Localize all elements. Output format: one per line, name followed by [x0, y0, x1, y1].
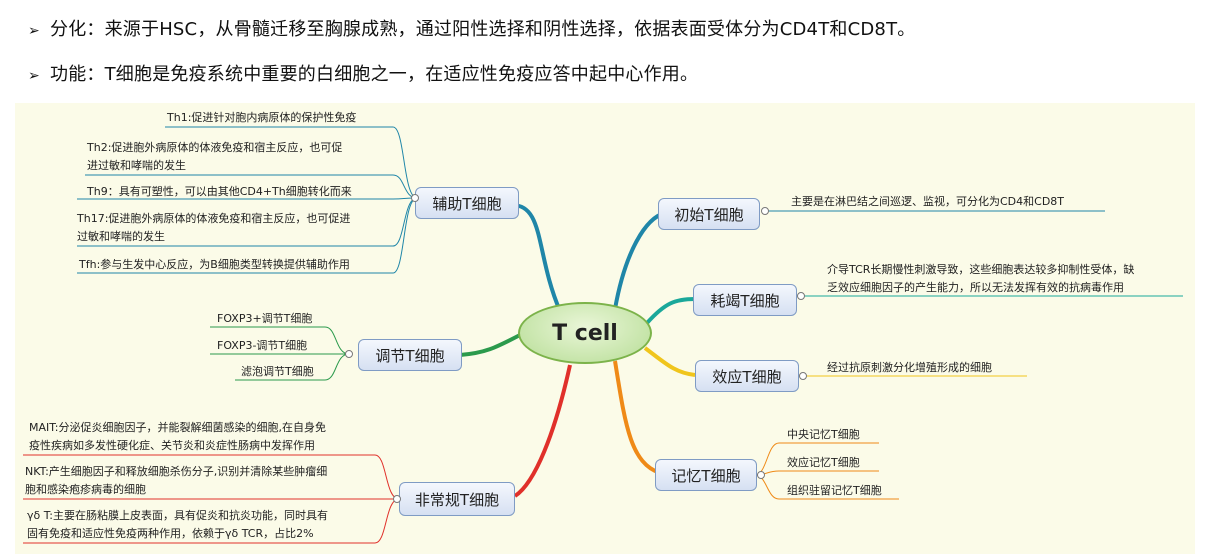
collapse-dot-icon[interactable]	[799, 372, 807, 380]
leaf-nkt-line2: 胞和感染疱疹病毒的细胞	[25, 483, 146, 496]
leaf-th2-line1: Th2:促进胞外病原体的体液免疫和宿主反应，也可促	[87, 141, 343, 154]
branch-helper	[509, 202, 562, 312]
leaf-nkt-line1: NKT:产生细胞因子和释放细胞杀伤分子,识别并清除某些肿瘤细	[25, 465, 328, 478]
leaf-th1: Th1:促进针对胞内病原体的保护性免疫	[167, 111, 357, 124]
collapse-dot-icon[interactable]	[393, 495, 401, 503]
bullet-function: ➢ 功能：T细胞是免疫系统中重要的白细胞之一，在适应性免疫应答中起中心作用。	[28, 60, 698, 86]
branch-exhausted	[645, 297, 696, 325]
leaf-tissue-resident-memory: 组织驻留记忆T细胞	[787, 484, 882, 497]
node-exhausted-t-cell[interactable]: 耗竭T细胞	[693, 284, 797, 316]
mind-map: T cell 辅助T细胞 调节T细胞 非常规T细胞 初始T细胞 耗竭T细胞 效应…	[15, 103, 1195, 554]
branch-regulatory	[459, 333, 521, 357]
collapse-dot-icon[interactable]	[345, 350, 353, 358]
bullet-text: 功能：T细胞是免疫系统中重要的白细胞之一，在适应性免疫应答中起中心作用。	[50, 64, 699, 85]
leaf-th17-line2: 过敏和哮喘的发生	[77, 230, 165, 243]
branch-memory	[613, 360, 661, 475]
leaf-foxp3-positive: FOXP3+调节T细胞	[217, 312, 313, 325]
node-regulatory-t-cell[interactable]: 调节T细胞	[358, 339, 462, 371]
leaf-follicular-regulatory: 滤泡调节T细胞	[241, 365, 314, 378]
leaf-gammadelta-line1: γδ T:主要在肠粘膜上皮表面，具有促炎和抗炎功能，同时具有	[27, 509, 328, 522]
node-effector-t-cell[interactable]: 效应T细胞	[695, 360, 799, 392]
leaf-exhausted-line1: 介导TCR长期慢性刺激导致，这些细胞表达较多抑制性受体，缺	[827, 263, 1135, 276]
branch-naive	[613, 211, 666, 310]
leaf-mait-line2: 疫性疾病如多发性硬化症、关节炎和炎症性肠病中发挥作用	[29, 439, 315, 452]
bullet-differentiation: ➢ 分化：来源于HSC，从骨髓迁移至胸腺成熟，通过阳性选择和阴性选择，依据表面受体…	[28, 15, 915, 41]
arrow-bullet-icon: ➢	[28, 23, 40, 39]
leaf-effector-desc: 经过抗原刺激分化增殖形成的细胞	[827, 361, 992, 374]
node-memory-t-cell[interactable]: 记忆T细胞	[655, 459, 757, 491]
leaf-central-memory: 中央记忆T细胞	[787, 428, 860, 441]
leaf-th17-line1: Th17:促进胞外病原体的体液免疫和宿主反应，也可促进	[77, 212, 351, 225]
node-unconventional-t-cell[interactable]: 非常规T细胞	[399, 482, 515, 516]
branch-effector	[643, 346, 696, 377]
collapse-dot-icon[interactable]	[757, 471, 765, 479]
leaf-effector-memory: 效应记忆T细胞	[787, 456, 860, 469]
collapse-dot-icon[interactable]	[411, 194, 419, 202]
leaf-gammadelta-line2: 固有免疫和适应性免疫两种作用，依赖于γδ TCR，占比2%	[27, 527, 314, 540]
node-helper-t-cell[interactable]: 辅助T细胞	[415, 187, 519, 219]
leaf-tfh: Tfh:参与生发中心反应，为B细胞类型转换提供辅助作用	[79, 258, 350, 271]
branch-unconventional	[513, 364, 572, 498]
bullet-text: 分化：来源于HSC，从骨髓迁移至胸腺成熟，通过阳性选择和阴性选择，依据表面受体分…	[50, 19, 916, 40]
leaf-mait-line1: MAIT:分泌促炎细胞因子，并能裂解细菌感染的细胞,在自身免	[29, 421, 326, 434]
leaf-foxp3-negative: FOXP3-调节T细胞	[217, 339, 308, 352]
leaf-exhausted-line2: 乏效应细胞因子的产生能力，所以无法发挥有效的抗病毒作用	[827, 281, 1124, 294]
center-node[interactable]: T cell	[518, 302, 652, 364]
leaf-th2-line2: 进过敏和哮喘的发生	[87, 159, 186, 172]
arrow-bullet-icon: ➢	[28, 68, 40, 84]
collapse-dot-icon[interactable]	[797, 292, 805, 300]
collapse-dot-icon[interactable]	[761, 207, 769, 215]
node-naive-t-cell[interactable]: 初始T细胞	[658, 198, 760, 230]
leaf-naive-desc: 主要是在淋巴结之间巡逻、监视，可分化为CD4和CD8T	[791, 195, 1065, 208]
leaf-th9: Th9：具有可塑性，可以由其他CD4+Th细胞转化而来	[87, 185, 352, 198]
